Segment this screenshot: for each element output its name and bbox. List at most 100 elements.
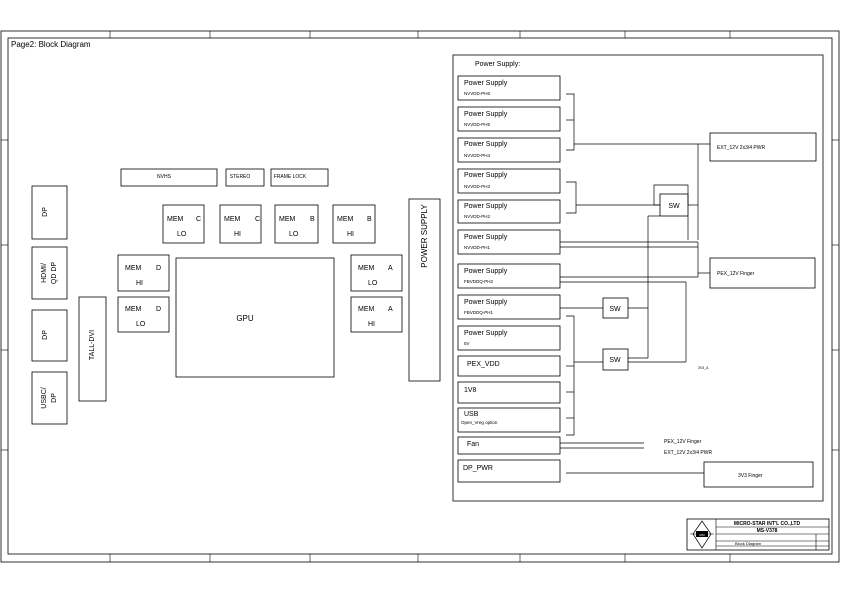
svg-text:DP: DP — [42, 330, 49, 340]
svg-text:HI: HI — [347, 231, 354, 238]
svg-text:LO: LO — [368, 280, 378, 287]
ps-nvvdd-ph5: Power Supply NVVDD-PH5 — [457, 106, 561, 132]
finger-3v3-block: 3V3 Finger — [703, 461, 814, 488]
ps-fbvddq-ph1: Power Supply FBVDDQ-PH1 — [457, 294, 561, 320]
svg-text:DP: DP — [51, 393, 58, 403]
mem-d-hi: MEM D HI — [117, 254, 170, 292]
svg-text:MEM: MEM — [125, 265, 142, 272]
connector-dp-2: DP — [31, 309, 68, 362]
svg-text:FRAME LOCK: FRAME LOCK — [274, 174, 307, 180]
svg-text:NVVDD-PH4: NVVDD-PH4 — [464, 153, 491, 158]
svg-text:LO: LO — [289, 231, 299, 238]
svg-text:NVHS: NVHS — [157, 174, 172, 180]
ps-pex-vdd: PEX_VDD — [457, 355, 561, 377]
svg-text:Power Supply: Power Supply — [464, 141, 508, 148]
page-title: Page2: Block Diagram — [11, 40, 91, 49]
svg-text:C: C — [196, 216, 201, 223]
pex-12v-finger-block: PEX_12V Finger — [709, 257, 816, 289]
svg-text:1V8: 1V8 — [464, 387, 477, 394]
svg-text:Power Supply: Power Supply — [464, 80, 508, 87]
svg-text:D: D — [156, 265, 161, 272]
svg-text:HI: HI — [368, 321, 375, 328]
svg-text:HI: HI — [136, 280, 143, 287]
svg-text:SW: SW — [609, 357, 621, 364]
svg-text:MEM: MEM — [125, 306, 142, 313]
svg-text:B: B — [310, 216, 315, 223]
svg-text:STEREO: STEREO — [230, 174, 251, 180]
svg-text:D: D — [156, 306, 161, 313]
page-frame — [0, 30, 840, 563]
power-supply-section: Power Supply: Power Supply NVVDD-PH6 Pow… — [452, 54, 824, 502]
svg-text:PEX_12V Finger: PEX_12V Finger — [717, 271, 755, 277]
connector-dp-1: DP — [31, 185, 68, 240]
svg-text:DP_PWR: DP_PWR — [463, 465, 493, 472]
frame-ticks — [1, 31, 839, 562]
svg-text:A: A — [388, 265, 393, 272]
ps-nvvdd-ph2: Power Supply NVVDD-PH2 — [457, 199, 561, 224]
fan-label-ext: EXT_12V 2x3/4 PWR — [664, 450, 712, 456]
svg-text:GPU: GPU — [236, 314, 254, 323]
svg-text:A: A — [388, 306, 393, 313]
company-name: MICRO-STAR INT'L CO.,LTD — [734, 521, 801, 527]
svg-text:FBVDDQ-PH1: FBVDDQ-PH1 — [464, 310, 494, 315]
svg-text:MEM: MEM — [337, 216, 354, 223]
mem-b-hi: MEM B HI — [332, 204, 376, 244]
switch-2: SW — [602, 297, 629, 319]
frame-lock-block: FRAME LOCK — [270, 168, 329, 187]
svg-text:POWER SUPPLY: POWER SUPPLY — [420, 204, 429, 268]
svg-text:USBC/: USBC/ — [41, 387, 48, 408]
model-number: MS-V378 — [757, 528, 778, 534]
gpu-block: GPU — [175, 257, 335, 378]
mem-a-hi: MEM A HI — [350, 296, 403, 333]
mem-c-lo: MEM C LO — [162, 204, 205, 244]
svg-text:NVVDD-PH3: NVVDD-PH3 — [464, 184, 491, 189]
svg-text:TALL-DVI: TALL-DVI — [89, 330, 96, 360]
msi-logo: MSI — [690, 520, 714, 549]
svg-text:MEM: MEM — [358, 265, 375, 272]
svg-text:Power Supply: Power Supply — [464, 203, 508, 210]
ps-1v8: 1V8 — [457, 381, 561, 404]
svg-text:MEM: MEM — [167, 216, 184, 223]
svg-text:MEM: MEM — [279, 216, 296, 223]
mem-c-hi: MEM C HI — [219, 204, 262, 244]
ps-fan: Fan — [457, 436, 561, 455]
drawing-title: Block Diagram — [735, 541, 762, 546]
svg-text:NVVDD-PH2: NVVDD-PH2 — [464, 214, 491, 219]
title-block: MSI MICRO-STAR INT'L CO.,LTD MS-V378 Blo… — [686, 518, 830, 551]
switch-3: SW — [602, 348, 629, 371]
svg-text:DP: DP — [42, 207, 49, 217]
svg-text:SW: SW — [609, 306, 621, 313]
ps-nvvdd-ph3: Power Supply NVVDD-PH3 — [457, 168, 561, 194]
svg-text:NVVDD-PH1: NVVDD-PH1 — [464, 245, 491, 250]
svg-text:B: B — [367, 216, 372, 223]
svg-text:Power Supply: Power Supply — [464, 299, 508, 306]
small-rail-label: 3V3_A — [698, 366, 709, 370]
power-wiring — [560, 93, 710, 474]
svg-text:MEM: MEM — [358, 306, 375, 313]
svg-text:SW: SW — [668, 203, 680, 210]
tall-dvi-block: TALL-DVI — [78, 296, 107, 402]
svg-text:MSI: MSI — [699, 533, 705, 537]
svg-text:HI: HI — [234, 231, 241, 238]
fan-label-pex: PEX_12V Finger — [664, 439, 702, 445]
mem-b-lo: MEM B LO — [274, 204, 319, 244]
svg-text:Power Supply: Power Supply — [464, 111, 508, 118]
ps-dp-pwr: DP_PWR — [457, 459, 561, 483]
svg-text:NVVDD-PH6: NVVDD-PH6 — [464, 91, 491, 96]
svg-text:Power Supply: Power Supply — [464, 172, 508, 179]
ps-usb: USB Open_Vreg option — [457, 407, 561, 433]
mem-a-lo: MEM A LO — [350, 254, 403, 292]
ps-5v: Power Supply 5V — [457, 325, 561, 351]
svg-text:LO: LO — [136, 321, 146, 328]
svg-text:QD DP: QD DP — [51, 262, 58, 285]
svg-text:PEX_VDD: PEX_VDD — [467, 361, 500, 368]
ps-nvvdd-ph1: Power Supply NVVDD-PH1 — [457, 229, 561, 255]
ps-fbvddq-ph2: Power Supply FBVDDQ-PH2 — [457, 263, 561, 289]
connector-usbc-dp: USBC/ DP — [31, 371, 68, 425]
nvhs-block: NVHS — [120, 168, 218, 187]
svg-text:USB: USB — [464, 411, 479, 418]
connector-hdmi-qd-dp: HDMI/ QD DP — [31, 246, 68, 300]
mem-d-lo: MEM D LO — [117, 296, 170, 333]
